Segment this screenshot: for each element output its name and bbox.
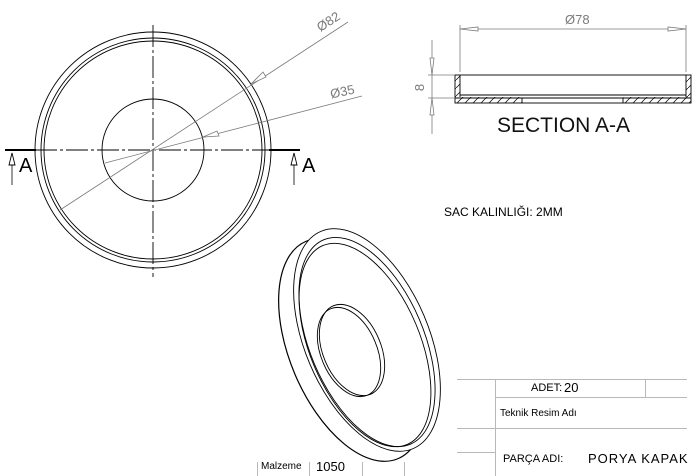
iso-hole-top [318,303,386,397]
part-name-label: PARÇA ADI: [503,453,564,465]
sheet-thickness-note: SAC KALINLIĞI: 2MM [444,205,563,219]
section-title: SECTION A-A [497,114,631,137]
dim-outer-arrow-icon [250,71,267,85]
section-label-left: A [19,155,33,177]
iso-front-rim [293,228,441,452]
drawing-name-label: Teknik Resim Adı [500,408,577,419]
dim-inner-leader [104,95,363,164]
section-view [428,25,692,134]
isometric-view [278,228,441,462]
dim-diameter-label: Ø78 [565,12,590,27]
section-arrow-right-icon [290,152,298,185]
dim-inner-arrow-icon [202,130,220,138]
adet-value: 20 [564,380,579,395]
dim-height-label: 8 [412,83,428,92]
dim-outer-leader [59,21,349,211]
iso-rim-inner-2 [298,242,432,448]
iso-rim-inner [298,236,436,448]
section-arrow-left-icon [8,152,16,185]
section-label-right: A [302,155,316,177]
material-value: 1050 [316,459,345,474]
material-label: Malzeme [261,461,302,472]
front-view [5,21,363,277]
iso-hole-bottom [316,306,382,398]
adet-label: ADET: [531,382,563,394]
part-name-value: PORYA KAPAK [588,451,689,466]
